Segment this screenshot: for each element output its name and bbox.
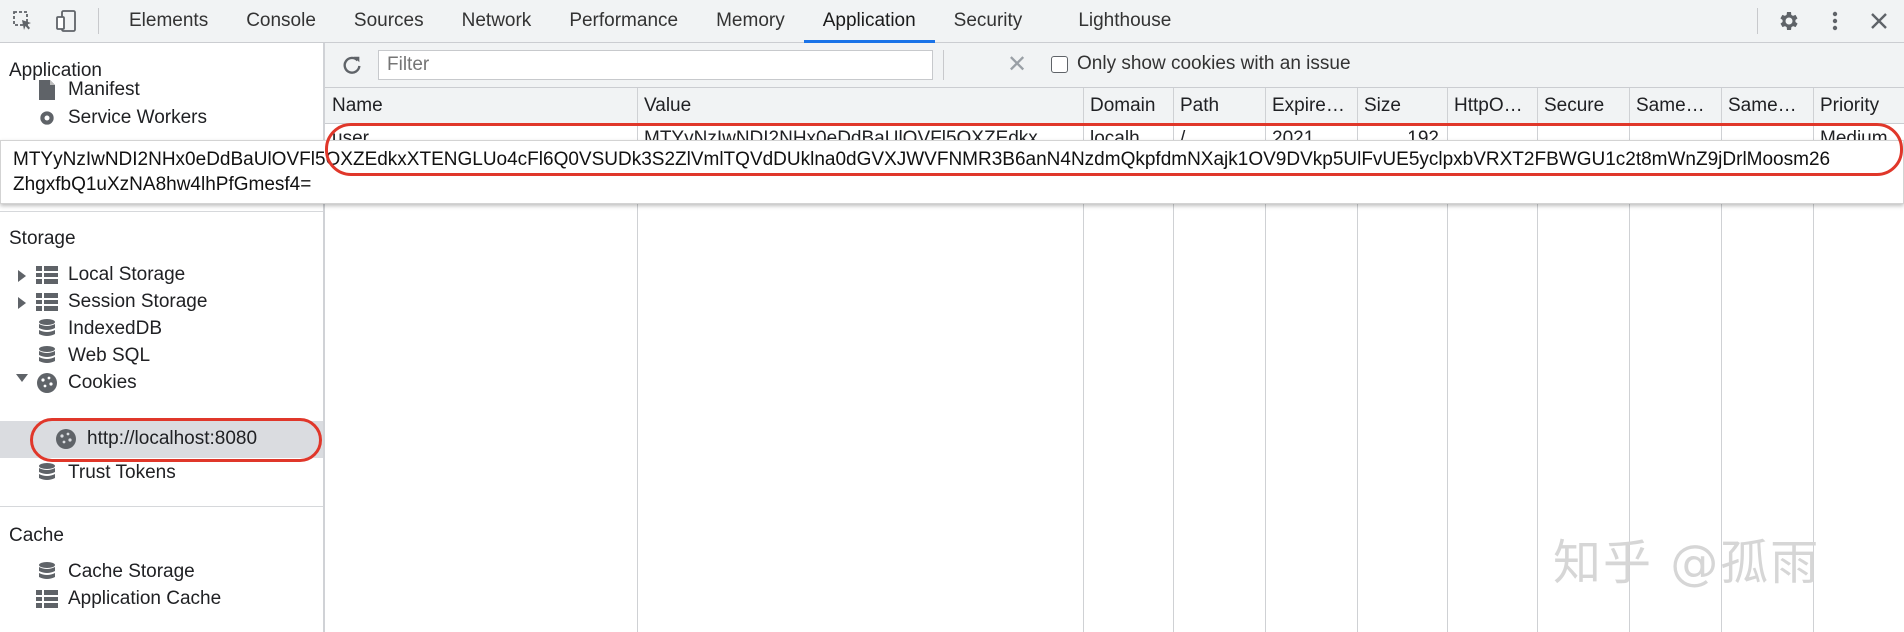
column-divider[interactable]	[1083, 88, 1084, 632]
devtools-tab-bar: Elements Console Sources Network Performance…	[0, 0, 1904, 43]
toolbar-divider	[943, 50, 944, 80]
column-header[interactable]: Size	[1364, 95, 1401, 116]
close-devtools-icon[interactable]	[1866, 8, 1892, 34]
sidebar-item-manifest[interactable]: Manifest	[36, 76, 140, 104]
tab-sources[interactable]: Sources	[353, 10, 424, 31]
clear-all-icon[interactable]: ✕	[1007, 51, 1028, 78]
sidebar-heading-storage: Storage	[9, 228, 76, 249]
collapse-arrow-icon[interactable]	[16, 374, 28, 382]
document-icon	[36, 79, 58, 101]
table-cell-path[interactable]: /	[1180, 128, 1186, 149]
sidebar-divider	[0, 506, 323, 507]
grid-icon	[36, 588, 58, 610]
cookie-icon	[36, 372, 58, 394]
inspect-element-icon[interactable]	[10, 8, 36, 34]
column-header[interactable]: HttpO…	[1454, 95, 1523, 116]
column-header[interactable]: Expire…	[1272, 95, 1345, 116]
panel-tabs: Elements Console Sources Network Performance…	[110, 0, 1190, 43]
sidebar-item-label: Trust Tokens	[68, 462, 176, 483]
sidebar-item-cache-storage[interactable]: Cache Storage	[36, 558, 195, 586]
column-header[interactable]: Domain	[1090, 95, 1156, 116]
sidebar-item-label: IndexedDB	[68, 318, 163, 339]
more-options-icon[interactable]	[1822, 8, 1848, 34]
column-divider[interactable]	[1265, 88, 1266, 632]
sidebar-item-cookie-origin[interactable]: http://localhost:8080	[55, 425, 257, 453]
only-issue-label: Only show cookies with an issue	[1077, 53, 1351, 74]
tab-memory[interactable]: Memory	[716, 10, 785, 31]
only-issue-checkbox[interactable]: Only show cookies with an issue	[1051, 53, 1351, 75]
tab-console[interactable]: Console	[246, 10, 316, 31]
tab-security[interactable]: Security	[953, 10, 1023, 31]
selected-row-highlight	[0, 421, 323, 458]
sidebar-item-local-storage[interactable]: Local Storage	[36, 261, 185, 289]
sidebar-item-label: Application Cache	[68, 588, 222, 609]
sidebar-heading-cache: Cache	[9, 525, 64, 546]
gear-icon	[36, 107, 58, 129]
sidebar-item-label: Cookies	[68, 372, 137, 393]
column-header[interactable]: Name	[332, 95, 383, 116]
sidebar-item-label: Cache Storage	[68, 561, 195, 582]
sidebar-divider	[0, 211, 323, 212]
database-icon	[36, 561, 58, 583]
tab-performance[interactable]: Performance	[569, 10, 679, 31]
column-divider[interactable]	[1357, 88, 1358, 632]
refresh-icon[interactable]	[339, 52, 365, 78]
column-header[interactable]: Value	[644, 95, 692, 116]
tab-application[interactable]: Application	[803, 0, 935, 43]
sidebar-item-application-cache[interactable]: Application Cache	[36, 585, 221, 613]
column-divider[interactable]	[1173, 88, 1174, 632]
column-header[interactable]: Same…	[1636, 95, 1705, 116]
sidebar-item-web-sql[interactable]: Web SQL	[36, 342, 150, 370]
column-divider[interactable]	[1721, 88, 1722, 632]
sidebar-heading-application: Application	[9, 60, 102, 81]
table-header-row	[325, 88, 1904, 124]
sidebar-item-label: Manifest	[68, 79, 140, 100]
cookie-value-tooltip: MTYyNzIwNDI2NHx0eDdBaUlOVFl5OXZEdkxXTENG…	[0, 140, 1904, 204]
sidebar-item-cookies[interactable]: Cookies	[36, 369, 137, 397]
cookie-icon	[55, 428, 77, 450]
tab-network[interactable]: Network	[461, 10, 532, 31]
tab-elements[interactable]: Elements	[129, 10, 209, 31]
device-toolbar-icon[interactable]	[54, 8, 80, 34]
expand-arrow-icon[interactable]	[18, 297, 26, 309]
cookie-table: Name Value Domain Path Expire… Size HttpO… Secu…	[325, 88, 1904, 632]
tab-lighthouse[interactable]: Lighthouse	[1078, 10, 1172, 31]
sidebar-item-trust-tokens[interactable]: Trust Tokens	[36, 459, 176, 487]
sidebar-item-service-workers[interactable]: Service Workers	[36, 104, 207, 132]
toolbar-divider	[98, 8, 99, 34]
column-header[interactable]: Priority	[1820, 95, 1880, 116]
sidebar-item-label: Local Storage	[68, 264, 186, 285]
database-icon	[36, 345, 58, 367]
sidebar-item-label: http://localhost:8080	[87, 428, 258, 449]
database-icon	[36, 318, 58, 340]
sidebar-item-session-storage[interactable]: Session Storage	[36, 288, 207, 316]
watermark-text: 知乎 @孤雨	[1553, 535, 1821, 591]
sidebar-item-indexeddb[interactable]: IndexedDB	[36, 315, 162, 343]
filter-input[interactable]	[378, 50, 933, 80]
checkbox-icon[interactable]	[1051, 55, 1068, 73]
grid-icon	[36, 264, 58, 286]
column-divider[interactable]	[1813, 88, 1814, 632]
application-sidebar: Application Manifest Service Workers Sto…	[0, 43, 325, 632]
tooltip-line: MTYyNzIwNDI2NHx0eDdBaUlOVFl5OXZEdkxXTENG…	[13, 149, 1831, 170]
sidebar-item-label: Service Workers	[68, 107, 208, 128]
column-divider[interactable]	[1629, 88, 1630, 632]
grid-icon	[36, 291, 58, 313]
sidebar-item-label: Web SQL	[68, 345, 151, 366]
column-divider[interactable]	[1537, 88, 1538, 632]
toolbar-divider	[1757, 8, 1758, 34]
cookie-toolbar: ✕ Only show cookies with an issue	[325, 43, 1904, 88]
settings-gear-icon[interactable]	[1776, 8, 1802, 34]
column-divider[interactable]	[1447, 88, 1448, 632]
tooltip-line: ZhgxfbQ1uXzNA8hw4lhPfGmesf4=	[13, 174, 312, 195]
column-header[interactable]: Same…	[1728, 95, 1797, 116]
expand-arrow-icon[interactable]	[18, 270, 26, 282]
column-header[interactable]: Path	[1180, 95, 1220, 116]
column-divider[interactable]	[637, 88, 638, 632]
sidebar-item-label: Session Storage	[68, 291, 208, 312]
database-icon	[36, 462, 58, 484]
column-header[interactable]: Secure	[1544, 95, 1605, 116]
